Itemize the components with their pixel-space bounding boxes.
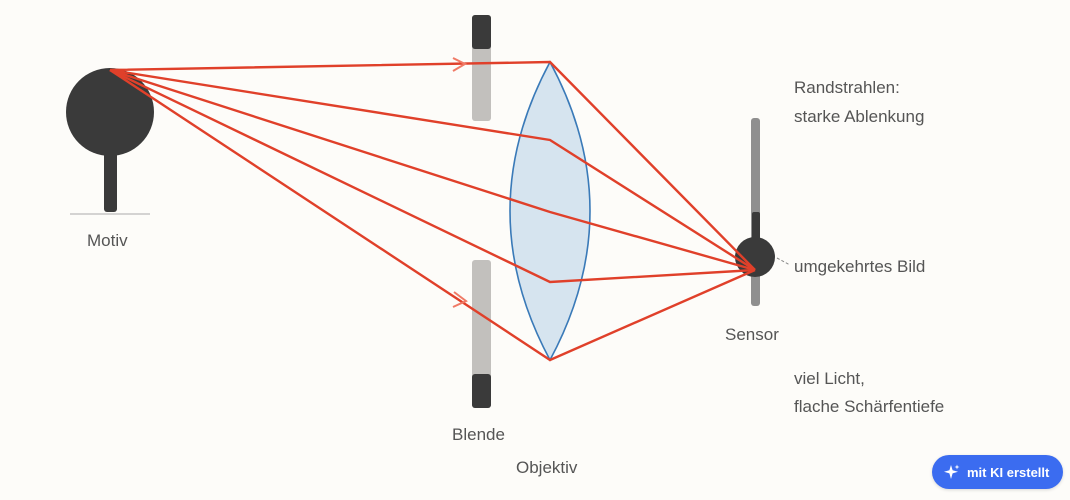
ray-4 [109,68,756,284]
randstrahlen-label-line1: Randstrahlen: [794,78,900,97]
objektiv-label: Objektiv [516,458,578,477]
inverted-image-stem [752,212,760,254]
motiv-figure [66,68,154,215]
image-pointer [776,257,791,266]
sensor-figure [735,118,791,306]
ai-generated-badge[interactable]: mit KI erstellt [932,455,1064,489]
arrow-lower [452,291,468,308]
ray-5 [109,68,756,362]
licht-label-line2: flache Schärfentiefe [794,397,944,416]
sensor-label: Sensor [725,325,779,344]
blende-label: Blende [452,425,505,444]
motiv-head [66,68,154,156]
sparkle-icon [944,464,960,480]
arrow-upper [452,57,468,72]
randstrahlen-label-line2: starke Ablenkung [794,107,924,126]
aperture-bottom-opening [472,260,491,408]
motiv-stem [104,148,117,212]
ray-1 [109,60,756,271]
ray-3 [109,68,756,272]
ray-2 [109,68,756,272]
umgekehrtes-bild-label: umgekehrtes Bild [794,257,925,276]
ray-arrows [452,57,468,308]
aperture-bottom-blade [472,374,491,408]
licht-label-line1: viel Licht, [794,369,865,388]
light-rays [109,60,756,362]
ai-badge-label: mit KI erstellt [967,464,1050,480]
motiv-label: Motiv [87,231,128,250]
blende-aperture [472,15,491,408]
aperture-top-blade [472,15,491,49]
